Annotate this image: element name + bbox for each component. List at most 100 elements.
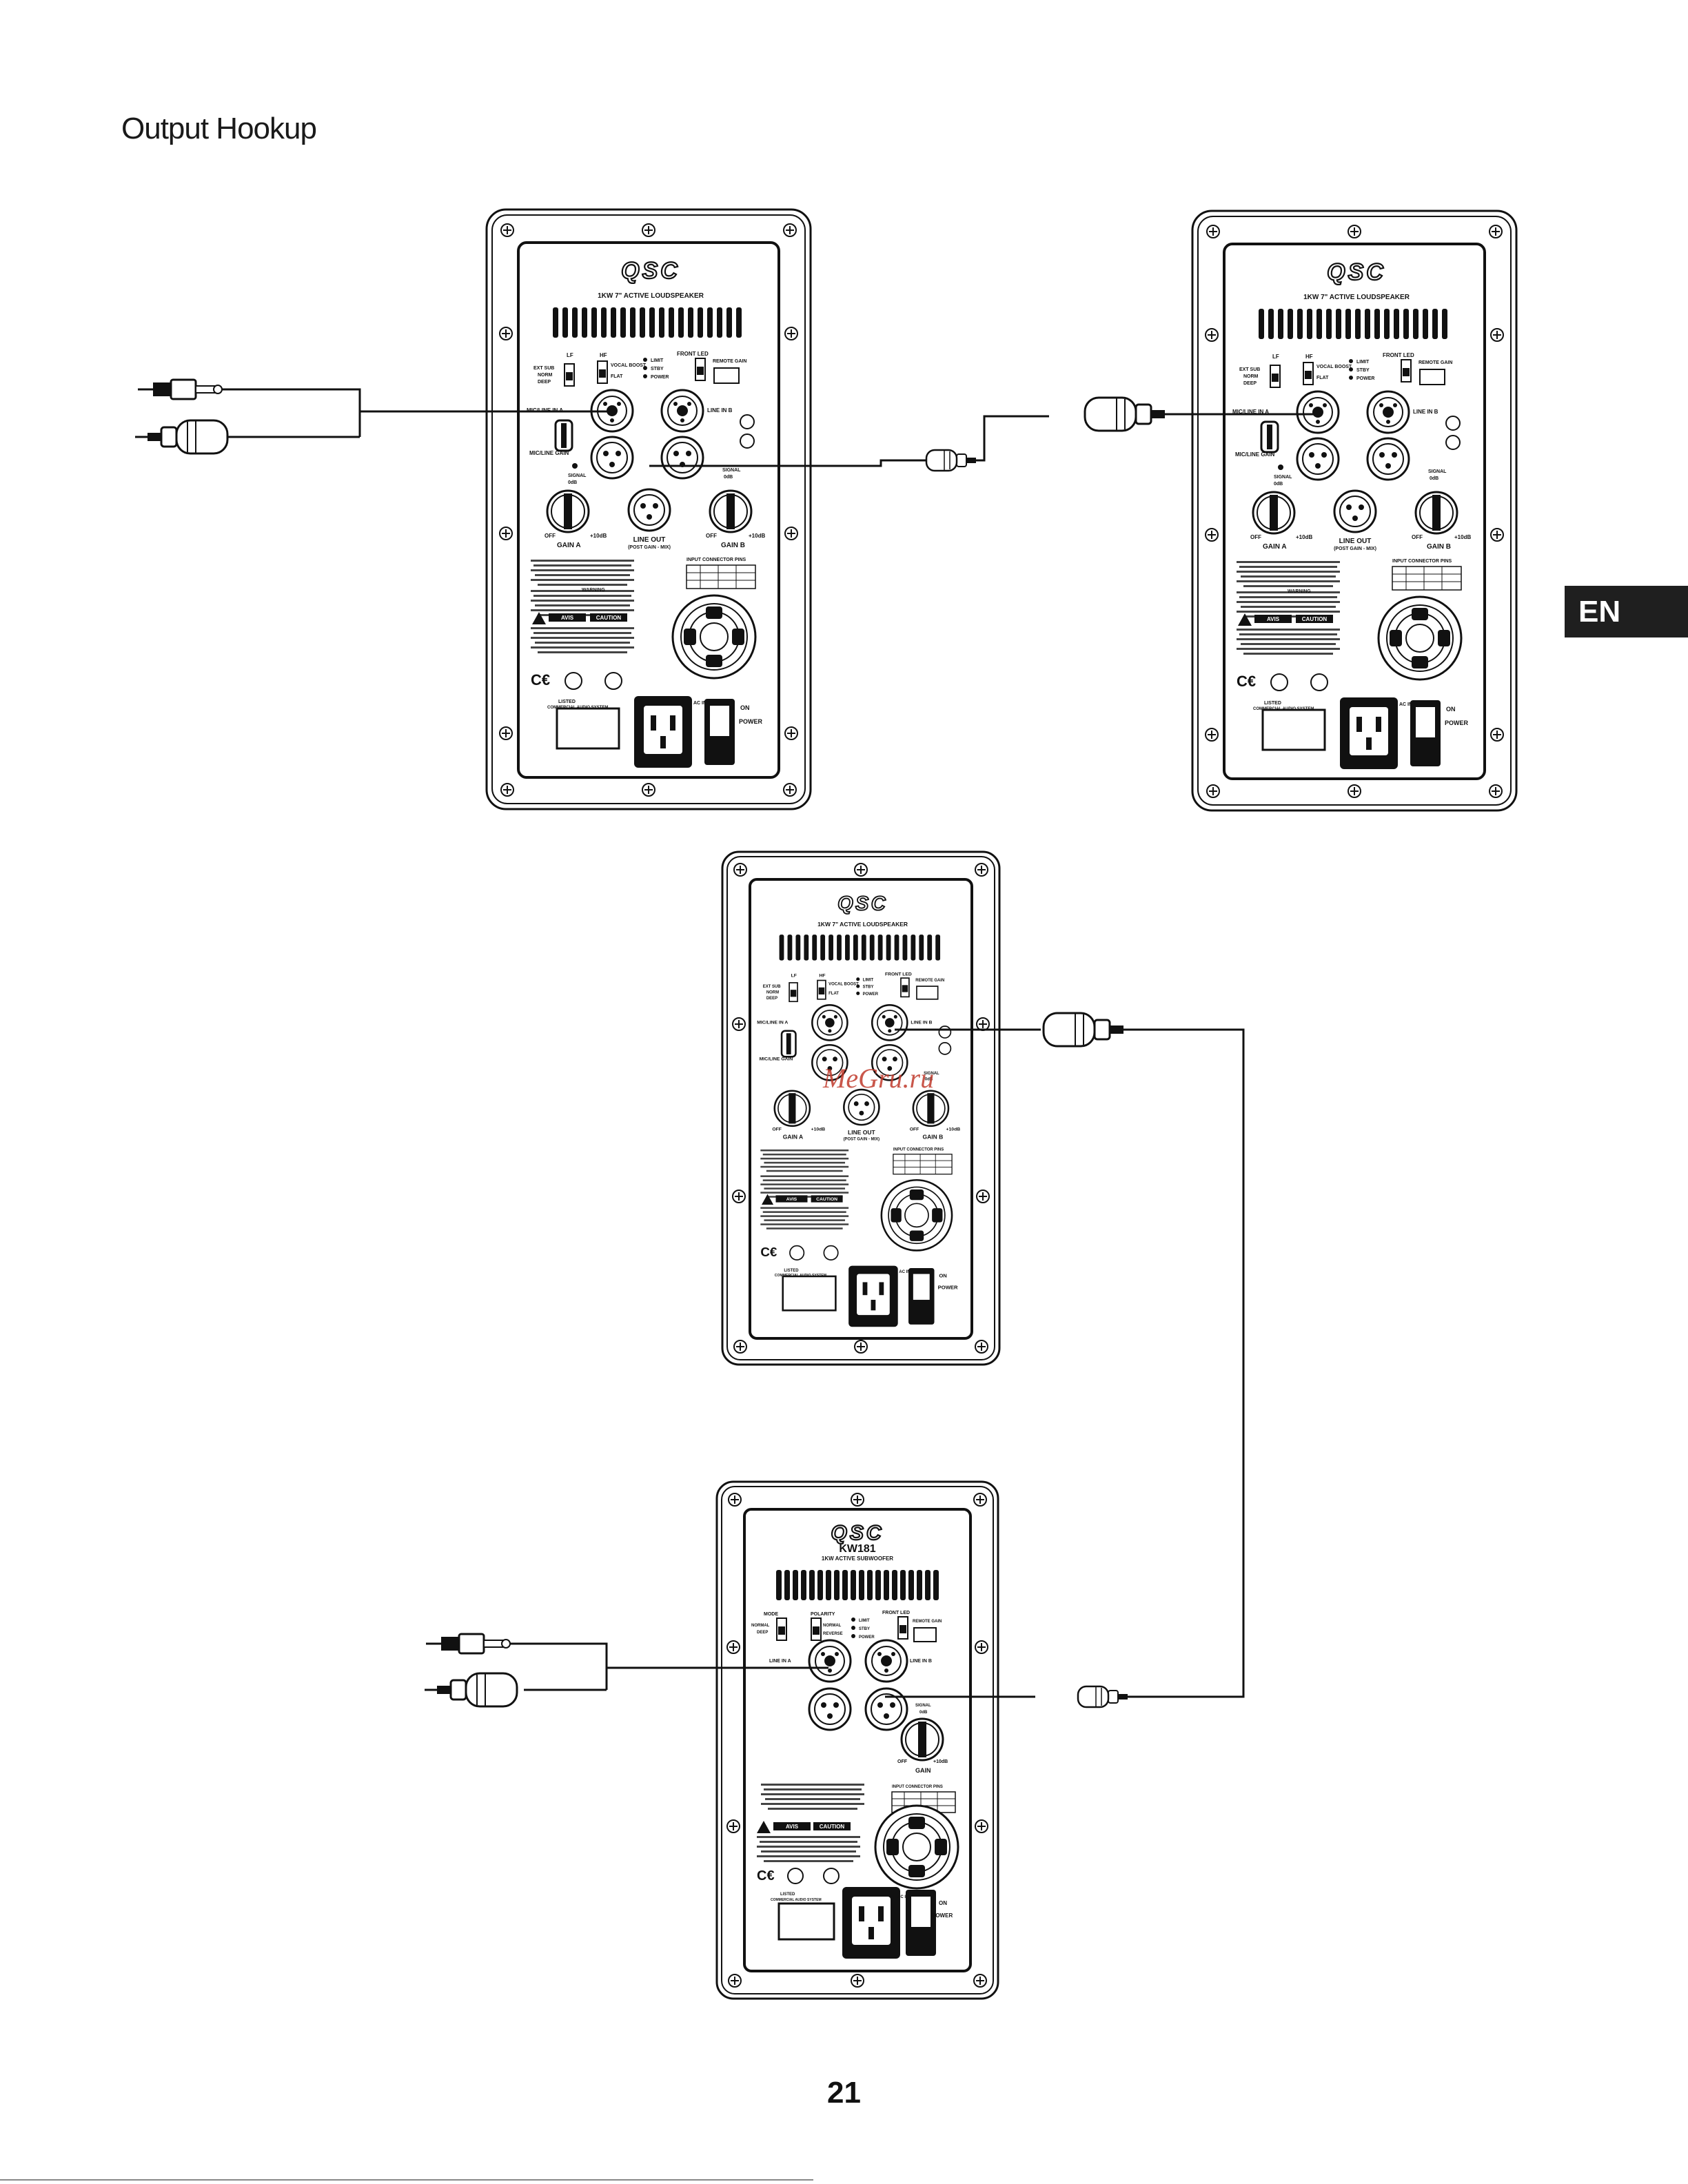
svg-text:ON: ON <box>740 704 750 711</box>
svg-text:SIGNAL: SIGNAL <box>568 473 587 478</box>
svg-text:MIC/LINE GAIN: MIC/LINE GAIN <box>760 1057 793 1061</box>
page-title: Output Hookup <box>121 112 317 145</box>
svg-text:MIC/LINE GAIN: MIC/LINE GAIN <box>529 450 569 456</box>
cable-speaker1-to-speaker2 <box>649 415 1049 467</box>
svg-text:WARNING: WARNING <box>582 588 605 593</box>
svg-text:+10dB: +10dB <box>590 533 607 539</box>
svg-text:LINE IN B: LINE IN B <box>707 407 733 414</box>
svg-text:ON: ON <box>939 1900 947 1906</box>
svg-text:LF: LF <box>791 973 797 978</box>
svg-text:GAIN A: GAIN A <box>557 542 581 549</box>
svg-text:OFF: OFF <box>910 1127 919 1132</box>
svg-text:EXT SUB: EXT SUB <box>763 985 782 989</box>
svg-text:ON: ON <box>1446 706 1456 713</box>
svg-text:MIC/LINE IN A: MIC/LINE IN A <box>757 1021 788 1025</box>
svg-text:LISTED: LISTED <box>780 1892 795 1897</box>
svg-text:INPUT CONNECTOR PINS: INPUT CONNECTOR PINS <box>893 1148 944 1152</box>
svg-text:REMOTE GAIN: REMOTE GAIN <box>913 1620 942 1624</box>
model-label: 1KW 7" ACTIVE LOUDSPEAKER <box>598 292 704 300</box>
svg-text:0dB: 0dB <box>919 1711 928 1715</box>
svg-text:CAUTION: CAUTION <box>820 1824 845 1830</box>
svg-text:FLAT: FLAT <box>828 992 839 996</box>
svg-text:NORMAL: NORMAL <box>823 1624 842 1628</box>
svg-text:VOCAL BOOST: VOCAL BOOST <box>1316 365 1352 369</box>
svg-text:LINE IN B: LINE IN B <box>910 1659 932 1664</box>
watermark: MeGru.ru <box>822 1063 934 1094</box>
svg-text:REMOTE GAIN: REMOTE GAIN <box>1418 360 1452 365</box>
svg-text:OFF: OFF <box>897 1759 908 1764</box>
xlr-plug-icon <box>1077 1685 1129 1708</box>
svg-text:C€: C€ <box>757 1868 775 1884</box>
svg-text:GAIN B: GAIN B <box>1427 543 1451 551</box>
svg-text:+10dB: +10dB <box>1454 534 1471 540</box>
loudspeaker-panel-top-right: QSC 1KW 7" ACTIVE LOUDSPEAKER LF HF FRON… <box>1191 210 1518 812</box>
xlr-plug-icon <box>1084 396 1166 432</box>
svg-text:OFF: OFF <box>545 533 556 539</box>
svg-text:0dB: 0dB <box>1274 482 1283 487</box>
svg-text:POWER: POWER <box>651 375 669 380</box>
svg-text:MIC/LINE GAIN: MIC/LINE GAIN <box>1235 451 1275 458</box>
svg-text:+10dB: +10dB <box>811 1127 826 1132</box>
svg-text:C€: C€ <box>760 1245 777 1259</box>
svg-text:+10dB: +10dB <box>946 1127 961 1132</box>
svg-text:LINE OUT: LINE OUT <box>1339 538 1372 545</box>
svg-text:GAIN: GAIN <box>915 1767 931 1774</box>
svg-text:NORM: NORM <box>1243 374 1259 379</box>
svg-text:ON: ON <box>939 1273 947 1279</box>
svg-text:MODE: MODE <box>764 1612 778 1617</box>
svg-text:C€: C€ <box>1237 673 1256 690</box>
subwoofer-panel: QSC KW181 1KW ACTIVE SUBWOOFER MODE POLA… <box>715 1480 999 2000</box>
svg-text:+10dB: +10dB <box>1296 534 1312 540</box>
svg-text:SIGNAL: SIGNAL <box>722 468 741 473</box>
svg-text:STBY: STBY <box>863 986 874 990</box>
svg-text:INPUT CONNECTOR PINS: INPUT CONNECTOR PINS <box>1392 559 1452 564</box>
svg-text:LIMIT: LIMIT <box>1356 360 1370 365</box>
svg-text:FLAT: FLAT <box>611 374 623 379</box>
svg-text:LISTED: LISTED <box>558 700 576 704</box>
svg-text:+10dB: +10dB <box>933 1759 948 1764</box>
svg-text:0dB: 0dB <box>925 1077 933 1081</box>
plugs <box>135 378 1166 1708</box>
svg-text:LF: LF <box>1272 354 1279 360</box>
svg-text:HF: HF <box>600 352 607 358</box>
svg-text:REVERSE: REVERSE <box>823 1632 843 1636</box>
svg-text:AVIS: AVIS <box>786 1197 797 1202</box>
svg-text:+10dB: +10dB <box>749 533 765 539</box>
svg-text:OFF: OFF <box>706 533 717 539</box>
svg-text:NORM: NORM <box>538 373 553 378</box>
svg-text:LISTED: LISTED <box>1264 701 1281 706</box>
svg-text:POWER: POWER <box>938 1285 958 1291</box>
svg-text:0dB: 0dB <box>1430 476 1438 481</box>
svg-text:HF: HF <box>1305 354 1313 360</box>
svg-text:STBY: STBY <box>1356 368 1370 373</box>
svg-text:SIGNAL: SIGNAL <box>924 1072 939 1076</box>
svg-text:SIGNAL: SIGNAL <box>1274 475 1292 480</box>
xlr-plug-icon <box>1042 1012 1125 1048</box>
loudspeaker-panel-middle: QSC 1KW 7" ACTIVE LOUDSPEAKER LF HF FRON… <box>721 850 1001 1366</box>
svg-text:FRONT LED: FRONT LED <box>882 1611 910 1615</box>
svg-text:REMOTE GAIN: REMOTE GAIN <box>915 979 944 983</box>
svg-text:POWER: POWER <box>863 992 879 997</box>
svg-text:DEEP: DEEP <box>766 997 777 1001</box>
svg-text:GAIN B: GAIN B <box>721 542 745 549</box>
cable-source-1 <box>215 388 612 438</box>
svg-text:REMOTE GAIN: REMOTE GAIN <box>713 359 746 364</box>
svg-text:OFF: OFF <box>1250 534 1261 540</box>
svg-text:DEEP: DEEP <box>1243 381 1257 386</box>
svg-text:COMMERCIAL AUDIO SYSTEM: COMMERCIAL AUDIO SYSTEM <box>771 1898 822 1902</box>
svg-text:INPUT CONNECTOR PINS: INPUT CONNECTOR PINS <box>687 558 746 562</box>
footer-rule <box>0 2179 813 2181</box>
svg-text:1KW ACTIVE SUBWOOFER: 1KW ACTIVE SUBWOOFER <box>822 1555 893 1562</box>
xlr-plug-icon <box>436 1672 518 1708</box>
svg-text:GAIN B: GAIN B <box>922 1134 943 1141</box>
svg-text:POLARITY: POLARITY <box>811 1612 835 1617</box>
svg-text:(POST GAIN - MIX): (POST GAIN - MIX) <box>628 545 671 550</box>
svg-text:NORM: NORM <box>766 990 779 994</box>
svg-text:SIGNAL: SIGNAL <box>1428 469 1447 474</box>
svg-text:POWER: POWER <box>1356 376 1374 381</box>
cable-source-subwoofer <box>509 1642 828 1691</box>
svg-text:LISTED: LISTED <box>784 1269 799 1273</box>
svg-text:AVIS: AVIS <box>786 1824 799 1830</box>
svg-text:INPUT CONNECTOR PINS: INPUT CONNECTOR PINS <box>892 1785 943 1789</box>
